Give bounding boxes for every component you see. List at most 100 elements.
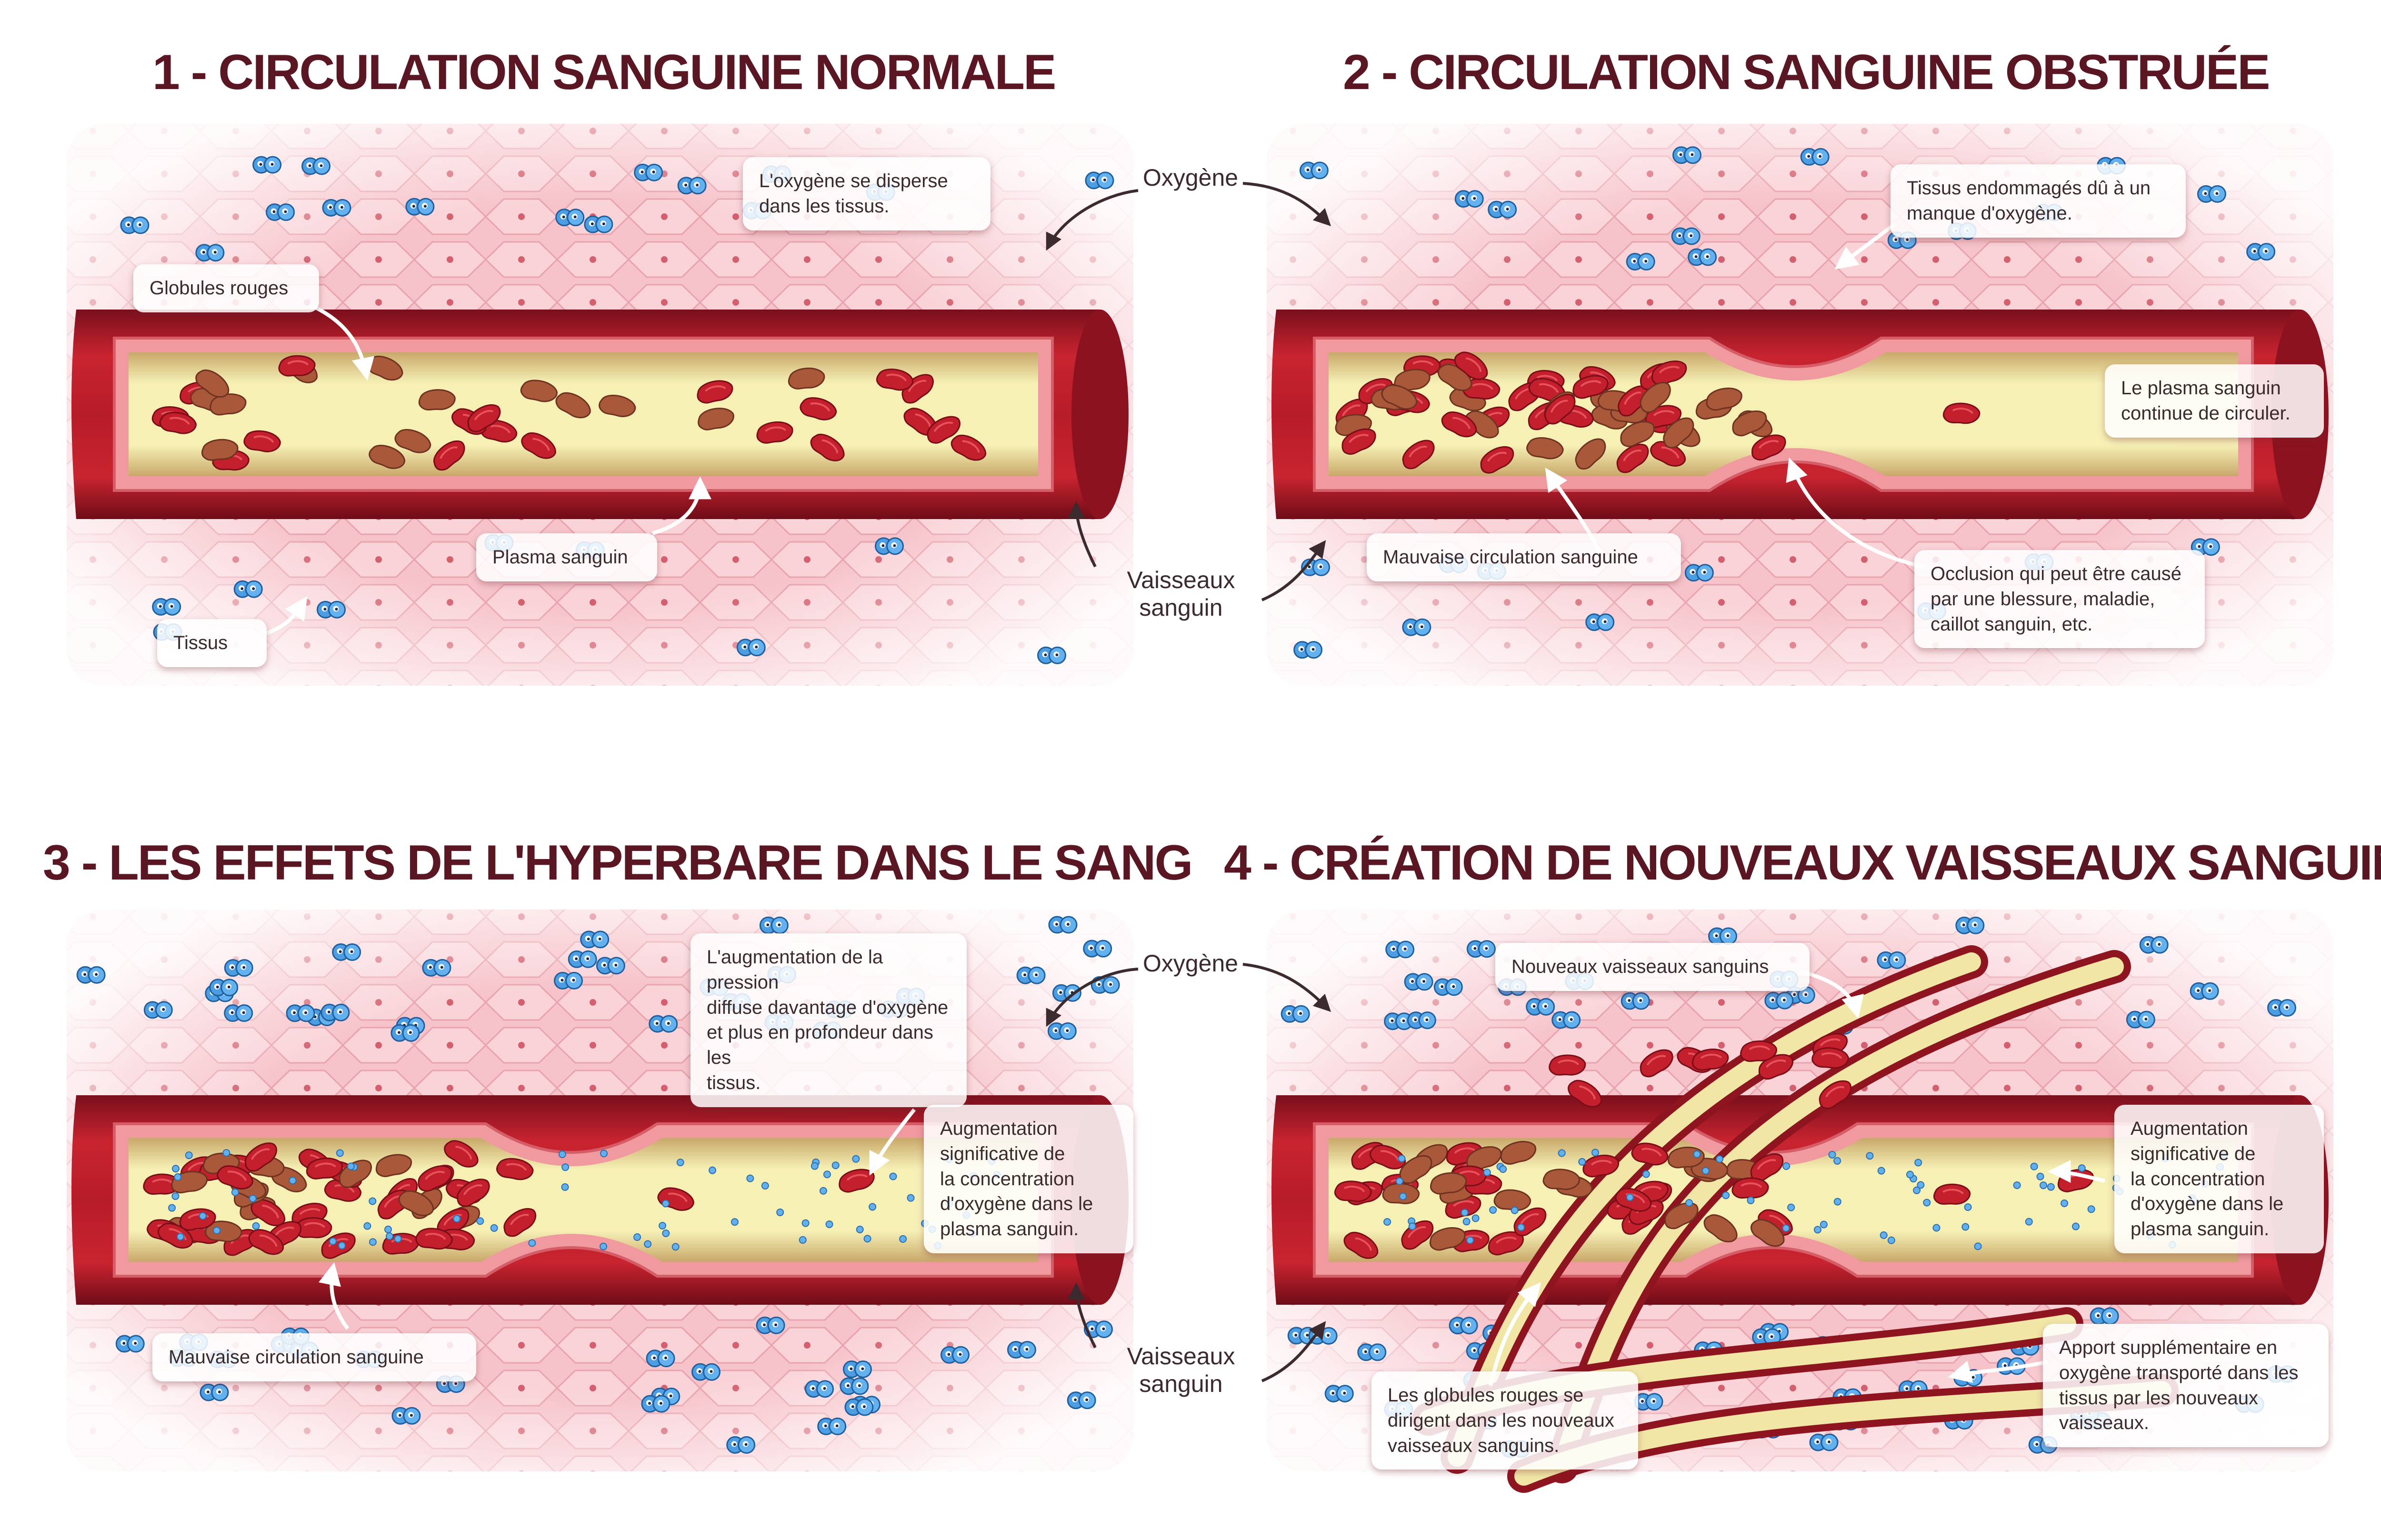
tissue-oxygen-icon — [634, 163, 663, 181]
oxygen-dot — [2025, 1218, 2033, 1226]
tissue-oxygen-icon — [316, 600, 346, 619]
tissue-oxygen-icon — [1083, 940, 1112, 958]
oxygen-dot — [222, 1149, 230, 1157]
tissue-oxygen-icon — [1016, 966, 1046, 984]
callout-arrow — [1242, 182, 1331, 227]
tissue-oxygen-icon — [641, 1395, 670, 1413]
tissue-oxygen-icon — [1433, 978, 1463, 996]
panel-1 — [67, 124, 1133, 686]
tissue-oxygen-icon — [2139, 936, 2169, 954]
tissue-oxygen-icon — [580, 930, 610, 949]
oxygen-dot — [176, 1233, 184, 1241]
oxygen-dot — [856, 1225, 864, 1233]
tissue-oxygen-icon — [2197, 185, 2226, 203]
oxygen-dot — [600, 1242, 608, 1250]
tissue-oxygen-icon — [224, 1004, 253, 1022]
dissolved-oxygen — [168, 1149, 1001, 1251]
tissue-oxygen-icon — [286, 1004, 315, 1022]
oxygen-dot — [746, 1174, 754, 1182]
tissue-oxygen-icon — [115, 1335, 145, 1353]
oxygen-dot — [676, 1159, 684, 1167]
oxygen-dot — [907, 1194, 915, 1202]
rbc-icon — [1549, 1055, 1585, 1076]
oxygen-dot — [1964, 1203, 1972, 1211]
tissue-oxygen-icon — [1085, 171, 1114, 190]
tissue-oxygen-icon — [584, 215, 613, 233]
oxygen-dot — [801, 1219, 810, 1227]
blood-vessel — [71, 310, 1129, 519]
tissue-oxygen-icon — [875, 537, 904, 555]
oxygen-dot — [889, 1172, 897, 1180]
tissue-oxygen-icon — [391, 1407, 421, 1425]
tissue-oxygen-icon — [842, 1360, 872, 1378]
oxygen-dot — [1787, 1203, 1795, 1211]
rbc-icon — [1934, 1184, 1970, 1205]
oxygen-dot — [453, 1215, 461, 1223]
oxygen-dot — [1626, 1193, 1634, 1201]
oxygen-dot — [1722, 1191, 1730, 1200]
oxygen-dot — [384, 1225, 392, 1233]
oxygen-dot — [869, 1203, 877, 1211]
rbc-icon — [1731, 1177, 1770, 1200]
oxygen-dot — [1466, 1236, 1474, 1244]
callout-arrow — [1834, 222, 1897, 270]
oxygen-dot — [659, 1222, 667, 1230]
rbc-icon — [1740, 1040, 1778, 1062]
callout-new-vessels: Nouveaux vaisseaux sanguins — [1495, 943, 1810, 991]
tissue-oxygen-icon — [1385, 940, 1415, 959]
oxygen-dot — [819, 1187, 827, 1195]
tissue-oxygen-icon — [2126, 1010, 2155, 1029]
callout-arrow — [1046, 189, 1139, 251]
callout-poor-circulation: Mauvaise circulation sanguine — [1367, 533, 1681, 581]
callout-poor-circulation: Mauvaise circulation sanguine — [152, 1333, 476, 1381]
callout-tissue: Tissus — [157, 619, 267, 667]
oxygen-dot — [171, 1165, 180, 1173]
panel-title-hyperbaric: 3 - LES EFFETS DE L'HYPERBARE DANS LE SA… — [43, 835, 1193, 890]
tissue-oxygen-icon — [1764, 991, 1794, 1010]
tissue-oxygen-icon — [1449, 1317, 1478, 1335]
oxygen-dot — [852, 1155, 860, 1163]
oxygen-dot — [476, 1217, 484, 1225]
oxygen-dot — [1932, 1224, 1941, 1232]
oxygen-dot — [252, 1222, 260, 1230]
oxygen-dot — [730, 1218, 739, 1226]
tissue-oxygen-icon — [1488, 200, 1517, 219]
callout-arrow — [2048, 1160, 2105, 1183]
tissue-oxygen-icon — [2246, 243, 2276, 261]
tissue-oxygen-icon — [1466, 940, 1496, 958]
tissue-oxygen-icon — [1281, 1005, 1310, 1023]
tissue-oxygen-icon — [756, 1316, 785, 1334]
old-rbc-icon — [418, 389, 456, 411]
tissue-oxygen-icon — [1684, 564, 1714, 582]
oxygen-dot — [863, 1235, 871, 1243]
callout-arrow — [1261, 540, 1326, 601]
callout-arrow — [318, 1262, 350, 1330]
oxygen-dot — [1685, 1199, 1693, 1207]
tissue-oxygen-icon — [301, 157, 331, 175]
tissue-oxygen-icon — [1809, 1433, 1839, 1451]
tissue-oxygen-icon — [1299, 161, 1329, 180]
tissue-oxygen-icon — [759, 916, 789, 934]
callout-occlusion: Occlusion qui peut être causé par une bl… — [1914, 550, 2205, 649]
callout-arrow — [1068, 1282, 1097, 1349]
oxygen-dot — [1917, 1181, 1925, 1189]
oxygen-dot — [1489, 1206, 1497, 1214]
oxygen-dot — [671, 1243, 680, 1251]
oxygen-dot — [2072, 1222, 2080, 1230]
callout-plasma-continues: Le plasma sanguin continue de circuler. — [2105, 364, 2324, 438]
tissue-oxygen-icon — [817, 1417, 847, 1435]
tissue-oxygen-icon — [1688, 248, 1717, 266]
callout-arrow — [309, 303, 374, 381]
tissue-oxygen-icon — [691, 1363, 721, 1381]
tissue-oxygen-icon — [1067, 1391, 1096, 1410]
tissue-oxygen-icon — [332, 943, 361, 961]
callout-arrow — [1068, 501, 1097, 568]
tissue-oxygen-icon — [1047, 1022, 1077, 1040]
tissue-oxygen-icon — [252, 156, 282, 174]
oxygen-dot — [1880, 1231, 1888, 1239]
tissue-oxygen-icon — [1407, 1011, 1436, 1030]
callout-arrow — [1242, 963, 1331, 1012]
callout-arrow — [1786, 457, 1924, 569]
oxygen-dot — [561, 1183, 569, 1191]
